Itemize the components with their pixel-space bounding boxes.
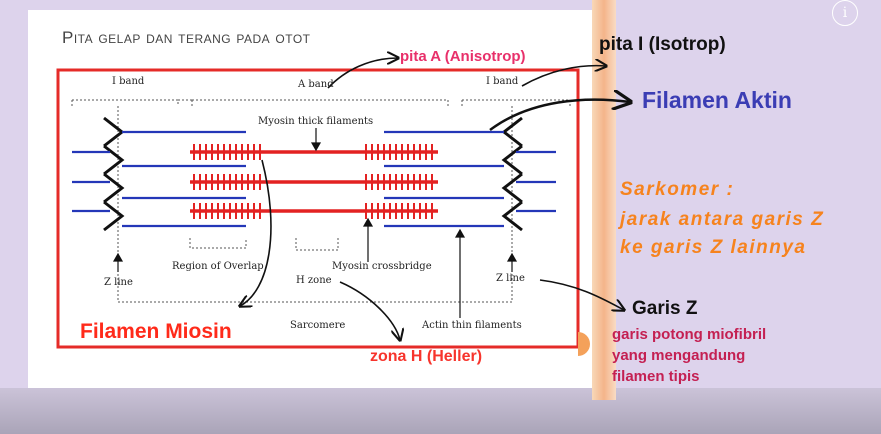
actin-thin-label: Actin thin filaments <box>422 320 522 331</box>
arrow-garis-z <box>539 279 624 310</box>
sarcomere-label: Sarcomere <box>290 320 346 331</box>
annotation-filamen-miosin: Filamen Miosin <box>80 320 232 343</box>
region-overlap-label: Region of Overlap <box>172 261 264 272</box>
annotation-arrows <box>240 58 630 340</box>
garis-z-desc-line-1: garis potong miofibril <box>612 326 767 343</box>
annotation-pita-a: pita A (Anisotrop) <box>400 48 526 65</box>
sarkomer-line-2: jarak antara garis Z <box>620 209 825 230</box>
z-line-left <box>103 116 125 232</box>
arrow-pita-a <box>327 58 398 89</box>
garis-z-desc-line-3: filamen tipis <box>612 368 700 385</box>
annotation-pita-i: pita I (Isotrop) <box>599 34 726 55</box>
garis-z-desc-line-2: yang mengandung <box>612 347 746 364</box>
info-icon[interactable]: i <box>832 0 858 26</box>
orange-accent <box>578 332 590 356</box>
background-bottom-strip <box>0 388 881 434</box>
myosin-crossbridge-label: Myosin crossbridge <box>332 261 432 272</box>
i-band-right-label: I band <box>486 76 519 87</box>
annotation-zona-h: zona H (Heller) <box>370 348 483 365</box>
slide-title: Pita gelap dan terang pada otot <box>62 28 311 47</box>
annotation-filamen-aktin: Filamen Aktin <box>642 87 792 113</box>
actin-filaments <box>72 130 556 228</box>
sarkomer-line-1: Sarkomer : <box>620 179 735 200</box>
arrow-pita-i <box>521 66 606 87</box>
z-line-left-label: Z line <box>104 277 133 288</box>
z-line-right <box>501 116 523 232</box>
annotation-sarkomer: Sarkomer : jarak antara garis Z ke garis… <box>620 178 824 260</box>
diagram-pointers <box>112 128 518 318</box>
z-line-right-label: Z line <box>496 273 525 284</box>
arrow-zona-h <box>339 281 400 340</box>
band-brackets <box>71 99 571 303</box>
annotation-garis-z-desc: garis potong miofibril yang mengandung f… <box>612 324 766 387</box>
myosin-crossbridges <box>193 144 433 219</box>
h-zone-label: H zone <box>296 275 332 286</box>
red-frame <box>56 68 580 349</box>
myosin-thick-label: Myosin thick filaments <box>258 116 374 127</box>
annotation-garis-z: Garis Z <box>632 298 698 319</box>
i-band-left-label: I band <box>112 76 145 87</box>
myosin-filaments <box>190 150 438 213</box>
arrow-filamen-miosin <box>240 159 272 306</box>
a-band-label: A band <box>298 79 334 90</box>
sarkomer-line-3: ke garis Z lainnya <box>620 237 807 258</box>
arrow-filamen-aktin <box>489 100 630 132</box>
